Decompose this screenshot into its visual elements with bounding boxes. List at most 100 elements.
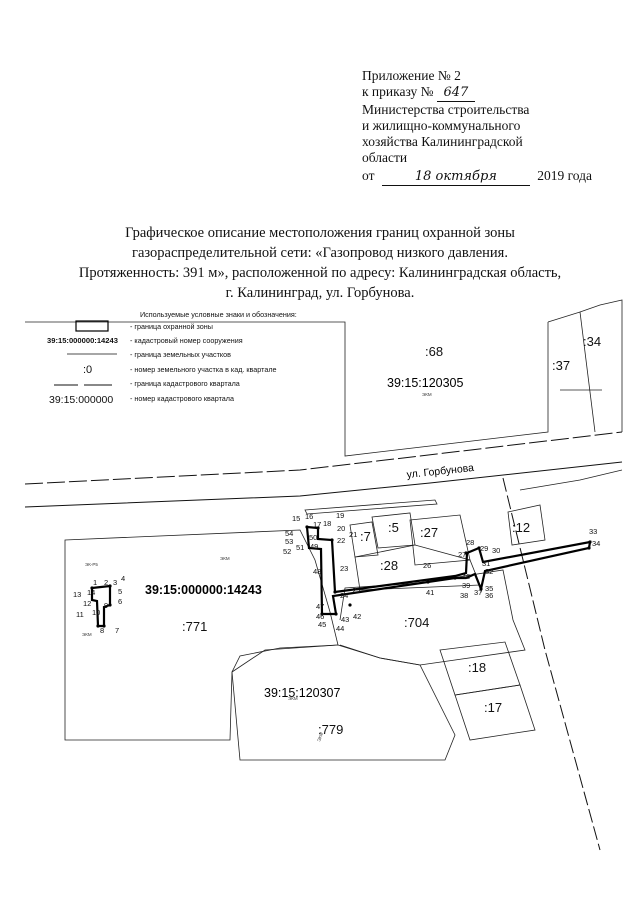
legend-text-zone: - граница охранной зоны bbox=[130, 322, 213, 331]
legend-text-parcel-number: - номер земельного участка в кад. кварта… bbox=[130, 365, 277, 374]
point-number-label: 10 bbox=[92, 608, 100, 617]
point-number-label: 35 bbox=[485, 584, 493, 593]
parcel-68-boundary bbox=[25, 321, 549, 457]
quarter-label-120307: 39:15:120307 bbox=[264, 686, 341, 700]
parcel-label-28: :28 bbox=[380, 558, 398, 573]
appendix-header: Приложение № 2 к приказу № 647 Министерс… bbox=[362, 68, 632, 186]
point-number-label: 25 bbox=[352, 586, 360, 595]
point-number-label: 27 bbox=[458, 550, 466, 559]
point-number-label: 9 bbox=[104, 601, 108, 610]
point-number-label: 28 bbox=[466, 538, 474, 547]
map-tag: ЭКМ bbox=[82, 632, 92, 637]
parcel-34-boundary bbox=[579, 299, 623, 432]
point-number-label: 40 bbox=[462, 572, 470, 581]
point-marker bbox=[587, 546, 591, 550]
point-marker bbox=[464, 551, 468, 555]
point-number-label: 20 bbox=[337, 524, 345, 533]
point-number-label: 17 bbox=[313, 520, 321, 529]
point-number-label: 49 bbox=[310, 542, 318, 551]
title-line-2: газораспределительной сети: «Газопровод … bbox=[132, 245, 508, 261]
point-number-label: 8 bbox=[100, 626, 104, 635]
parcel-east-strip bbox=[519, 469, 623, 491]
point-number-label: 23 bbox=[340, 564, 348, 573]
point-marker bbox=[305, 525, 309, 529]
point-number-label: 2 bbox=[104, 578, 108, 587]
point-marker bbox=[334, 612, 338, 616]
point-number-label: 39 bbox=[462, 581, 470, 590]
boundary-point-markers bbox=[90, 525, 592, 628]
parcel-label-18: :18 bbox=[468, 660, 486, 675]
point-number-label: 16 bbox=[305, 512, 313, 521]
parcel-label-7: :7 bbox=[360, 529, 371, 544]
legend-symbol-parcel-number: :0 bbox=[83, 364, 92, 376]
quarter-boundary-street-south bbox=[24, 461, 623, 508]
ministry-line-1: Министерства строительства bbox=[362, 102, 530, 117]
point-number-label: 29 bbox=[480, 544, 488, 553]
order-prefix: к приказу № bbox=[362, 84, 434, 99]
point-number-label: 51 bbox=[296, 543, 304, 552]
point-number-label: 4 bbox=[121, 574, 125, 583]
parcel-12-boundary bbox=[507, 504, 546, 546]
point-number-label: 13 bbox=[73, 590, 81, 599]
map-tag: ЭКМ bbox=[220, 556, 230, 561]
point-marker bbox=[102, 624, 106, 628]
quarter-boundary-top bbox=[24, 431, 623, 485]
parcel-label-12: :12 bbox=[512, 520, 530, 535]
point-number-label: 7 bbox=[115, 626, 119, 635]
point-number-label: 30 bbox=[492, 546, 500, 555]
point-number-label: 26 bbox=[423, 561, 431, 570]
point-number-label: 12 bbox=[83, 599, 91, 608]
order-number-handwritten: 647 bbox=[436, 85, 475, 102]
point-number-label: 46 bbox=[316, 612, 324, 621]
point-number-label: 11 bbox=[76, 610, 84, 619]
map-tag: ЭКМ bbox=[288, 696, 298, 701]
parcel-labels: :68 :34 :37 :12 :5 :27 :7 :28 :771 :704 … bbox=[182, 334, 601, 737]
appendix-title: Приложение № 2 bbox=[362, 68, 461, 83]
street-name: ул. Горбунова bbox=[406, 462, 475, 481]
parcel-label-37: :37 bbox=[552, 358, 570, 373]
parcel-label-779: :779 bbox=[318, 722, 343, 737]
point-number-label: 36 bbox=[485, 591, 493, 600]
point-marker bbox=[96, 624, 100, 628]
point-number-label: 50 bbox=[309, 533, 317, 542]
date-handwritten: 18 октября bbox=[381, 169, 530, 186]
parcel-704-boundary bbox=[339, 569, 526, 666]
point-number-label: 32 bbox=[485, 567, 493, 576]
point-number-label: 14 bbox=[87, 588, 95, 597]
parcel-17-boundary bbox=[454, 684, 536, 741]
parcel-boundaries bbox=[25, 299, 623, 761]
parcel-label-68: :68 bbox=[425, 344, 443, 359]
legend-heading: Используемые условные знаки и обозначени… bbox=[140, 310, 297, 319]
point-number-label: 24 bbox=[340, 591, 348, 600]
title-line-4: г. Калининград, ул. Горбунова. bbox=[225, 285, 415, 301]
parcel-label-27: :27 bbox=[420, 525, 438, 540]
map-tag: ЭКМ bbox=[422, 392, 432, 397]
point-marker bbox=[588, 540, 592, 544]
map-tag: ЭКМ bbox=[316, 731, 324, 742]
parcel-label-34: :34 bbox=[583, 334, 601, 349]
parcel-771-boundary bbox=[64, 529, 339, 741]
point-number-label: 19 bbox=[336, 511, 344, 520]
legend-symbol-structure-number: 39:15:000000:14243 bbox=[47, 336, 118, 345]
document-title: Графическое описание местоположения гран… bbox=[0, 223, 640, 303]
point-number-label: 53 bbox=[285, 537, 293, 546]
legend-text-quarter-number: - номер кадастрового квартала bbox=[130, 394, 234, 403]
quarter-boundaries bbox=[24, 431, 623, 851]
point-marker bbox=[108, 603, 112, 607]
legend-text-quarter-line: - граница кадастрового квартала bbox=[130, 379, 240, 388]
date-suffix: 2019 года bbox=[537, 168, 593, 183]
parcel-779-boundary bbox=[231, 644, 456, 761]
legend: Используемые условные знаки и обозначени… bbox=[47, 310, 297, 406]
point-number-label: 45 bbox=[318, 620, 326, 629]
point-marker bbox=[320, 612, 324, 616]
parcel-label-704: :704 bbox=[404, 615, 429, 630]
parcel-label-17: :17 bbox=[484, 700, 502, 715]
point-number-label: 54 bbox=[285, 529, 293, 538]
point-number-label: 41 bbox=[426, 588, 434, 597]
legend-symbol-zone bbox=[75, 320, 109, 332]
point-number-label: 18 bbox=[323, 519, 331, 528]
point-number-label: 37 bbox=[474, 588, 482, 597]
point-number-label: 31 bbox=[482, 559, 490, 568]
